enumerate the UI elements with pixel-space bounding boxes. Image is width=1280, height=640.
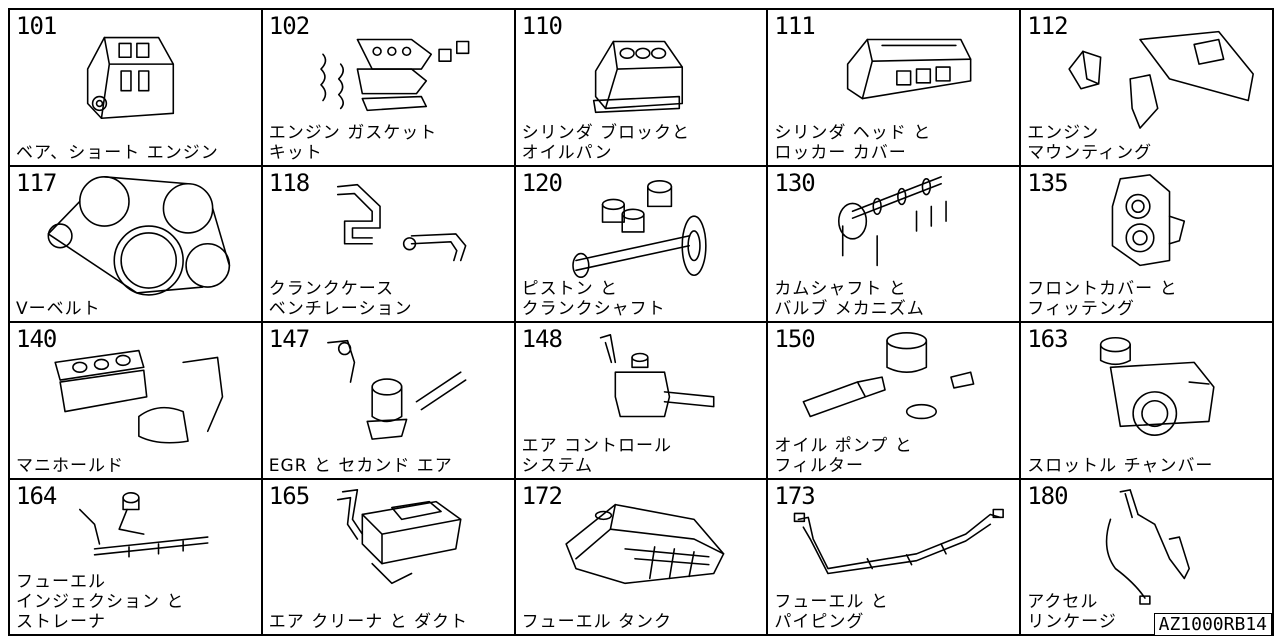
part-cell[interactable]: 102 エンジン ガスケットキット: [262, 10, 516, 167]
part-number: 101: [16, 12, 57, 40]
part-cell[interactable]: 117 Vーベルト: [10, 166, 263, 323]
part-cell[interactable]: 110 シリンダ ブロックとオイルパン: [515, 10, 769, 167]
part-number: 163: [1027, 325, 1068, 353]
part-cell[interactable]: 111 シリンダ ヘッド とロッカー カバー: [768, 10, 1022, 167]
part-number: 120: [521, 168, 563, 197]
part-number: 135: [1027, 168, 1068, 197]
part-label: フューエル とパイピング: [774, 592, 889, 632]
part-number: 102: [268, 12, 310, 40]
part-number: 180: [1027, 481, 1068, 510]
part-number: 111: [774, 12, 815, 40]
part-label: クランクケースベンチレーション: [268, 279, 413, 319]
part-label: ベア、ショート エンジン: [16, 142, 219, 163]
part-number: 140: [16, 325, 57, 353]
part-cell[interactable]: 130 カムシャフト とバルブ メカニズム: [768, 166, 1022, 323]
part-cell[interactable]: 101 ベア、ショート エンジン: [10, 10, 263, 167]
part-cell[interactable]: 148 エア コントロールシステム: [515, 323, 769, 480]
part-cell[interactable]: 150 オイル ポンプ とフィルター: [768, 323, 1022, 480]
part-number: 118: [268, 168, 310, 197]
part-number: 147: [268, 325, 310, 353]
part-label: オイル ポンプ とフィルター: [774, 435, 913, 476]
part-cell[interactable]: 164 フューエルインジェクション とストレーナ: [10, 479, 263, 636]
part-label: フロントカバー とフィッテング: [1027, 279, 1178, 319]
part-cell[interactable]: 165 エア クリーナ と ダクト: [262, 479, 516, 636]
part-number: 150: [774, 325, 815, 353]
part-label: エンジンマウンティング: [1027, 122, 1153, 163]
part-label: エンジン ガスケットキット: [268, 122, 438, 163]
part-label: フューエルインジェクション とストレーナ: [16, 572, 185, 632]
part-label: スロットル チャンバー: [1027, 455, 1214, 476]
part-cell[interactable]: 135 フロントカバー とフィッテング: [1021, 166, 1274, 323]
part-number: 112: [1027, 12, 1068, 40]
part-label: アクセルリンケージ: [1027, 592, 1117, 632]
part-cell[interactable]: 173 フューエル とパイピング: [768, 479, 1022, 636]
part-number: 172: [521, 481, 563, 510]
part-number: 148: [521, 325, 563, 353]
part-label: エア クリーナ と ダクト: [268, 612, 469, 632]
part-number: 165: [268, 481, 310, 510]
part-label: ピストン とクランクシャフト: [521, 279, 666, 319]
part-cell[interactable]: 147 EGR と セカンド エア: [262, 323, 516, 480]
part-number: 164: [16, 481, 57, 510]
part-cell[interactable]: 120 ピストン とクランクシャフト: [515, 166, 769, 323]
part-cell[interactable]: 163 スロットル チャンバー: [1021, 323, 1274, 480]
part-cell[interactable]: 172 フューエル タンク: [515, 479, 769, 636]
part-label: EGR と セカンド エア: [268, 455, 453, 476]
part-label: マニホールド: [16, 455, 124, 476]
part-label: シリンダ ブロックとオイルパン: [521, 122, 690, 163]
parts-index-grid: 101 ベア、ショート エンジン 102 エンジン ガスケットキット 110 シ…: [8, 8, 1274, 636]
part-cell[interactable]: 118 クランクケースベンチレーション: [262, 166, 516, 323]
part-label: カムシャフト とバルブ メカニズム: [774, 279, 925, 319]
diagram-code: AZ1000RB14: [1153, 613, 1272, 636]
part-number: 173: [774, 481, 815, 510]
part-number: 110: [521, 12, 563, 40]
part-cell[interactable]: 140 マニホールド: [10, 323, 263, 480]
part-label: シリンダ ヘッド とロッカー カバー: [774, 122, 932, 163]
part-number: 130: [774, 168, 815, 197]
part-label: エア コントロールシステム: [521, 435, 672, 476]
part-number: 117: [16, 168, 57, 197]
part-cell[interactable]: 112 エンジンマウンティング: [1021, 10, 1274, 167]
part-label: Vーベルト: [16, 299, 101, 319]
part-label: フューエル タンク: [521, 612, 672, 632]
